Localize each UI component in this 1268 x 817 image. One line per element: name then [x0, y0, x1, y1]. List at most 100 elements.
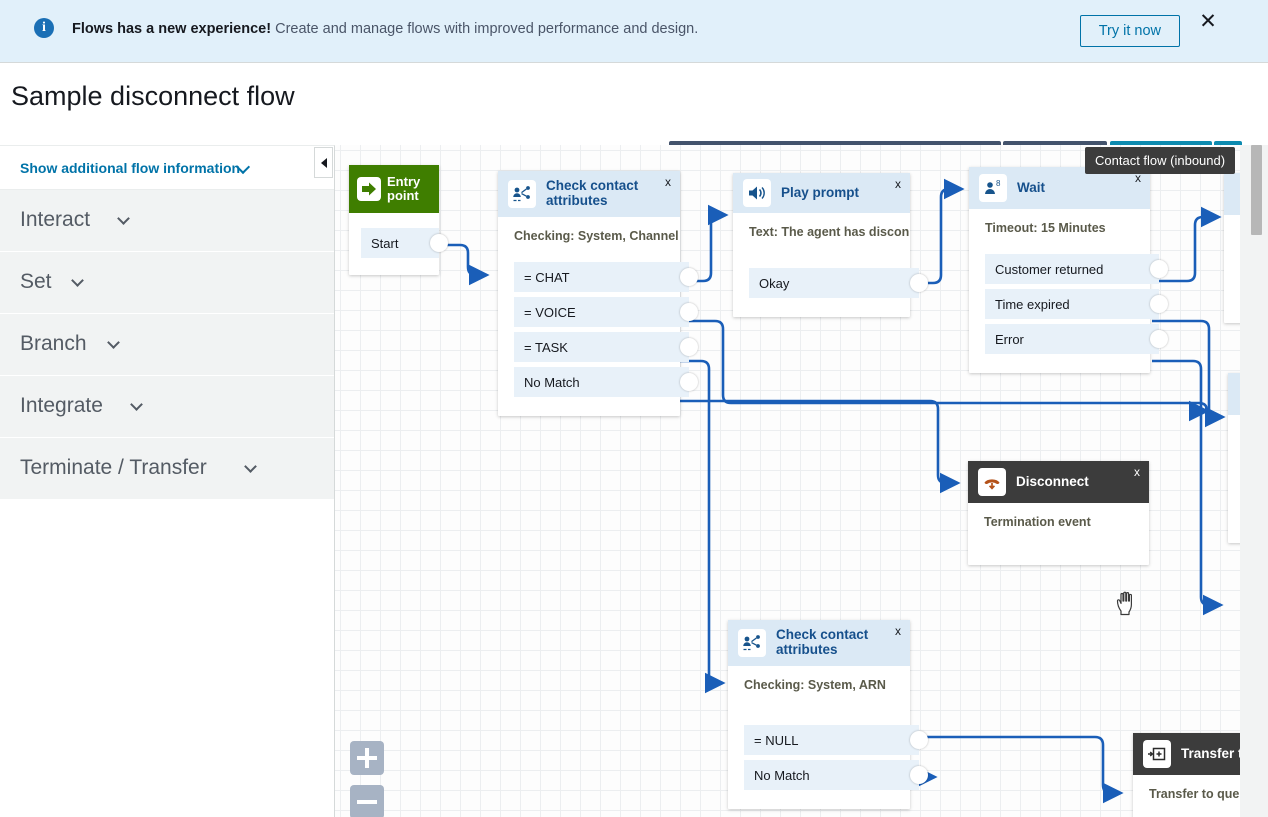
sidebar-section-label: Interact — [20, 208, 91, 231]
node-port-label: Okay — [759, 275, 790, 291]
sidebar-section-interact[interactable]: Interact — [0, 190, 334, 252]
new-experience-banner: i Flows has a new experience! Create and… — [0, 0, 1268, 63]
port-connector-dot[interactable] — [1150, 295, 1168, 313]
grab-hand-cursor — [1114, 589, 1140, 622]
contact-attributes-branch-icon-svg — [743, 635, 760, 651]
node-port-voice[interactable]: = VOICE — [514, 297, 698, 327]
node-subtitle: Checking: System, ARN — [744, 678, 886, 692]
port-connector-dot[interactable] — [1150, 260, 1168, 278]
show-additional-flow-information-toggle[interactable]: Show additional flow information — [0, 146, 334, 190]
chevron-down-icon — [107, 336, 120, 349]
node-play-prompt[interactable]: Play prompt x Text: The agent has discon… — [733, 173, 928, 317]
node-check-contact-attributes-2[interactable]: Check contact attributes x Checking: Sys… — [728, 620, 928, 809]
sidebar-section-branch[interactable]: Branch — [0, 314, 334, 376]
transfer-queue-icon — [1143, 740, 1171, 768]
node-port-error[interactable]: Error — [985, 324, 1168, 354]
port-connector-dot[interactable] — [910, 731, 928, 749]
chevron-down-icon — [117, 212, 130, 225]
chevron-down-icon — [130, 398, 143, 411]
node-header: Check contact attributes x — [498, 171, 680, 217]
sidebar-section-terminate-transfer[interactable]: Terminate / Transfer — [0, 438, 334, 500]
speaker-icon-svg — [749, 186, 765, 200]
svg-text:8: 8 — [996, 179, 1001, 188]
sidebar-section-label: Set — [20, 270, 52, 293]
node-port-null[interactable]: = NULL — [744, 725, 928, 755]
node-port-label: = TASK — [524, 339, 568, 355]
node-port-chat[interactable]: = CHAT — [514, 262, 698, 292]
close-icon[interactable]: x — [1135, 171, 1141, 185]
node-spacer — [968, 533, 1149, 565]
flow-components-sidebar: Show additional flow information Interac… — [0, 145, 335, 817]
node-title: Check contact attributes — [776, 627, 869, 657]
node-port-customer-returned[interactable]: Customer returned — [985, 254, 1168, 284]
banner-message: Flows has a new experience! Create and m… — [72, 21, 698, 37]
node-port-no-match[interactable]: No Match — [744, 760, 928, 790]
grab-hand-cursor-svg — [1116, 591, 1132, 616]
node-header: 8 Wait x — [969, 167, 1150, 209]
sidebar-collapse-button[interactable] — [314, 147, 333, 178]
close-icon[interactable]: x — [895, 624, 901, 638]
contact-attributes-branch-icon — [738, 629, 766, 657]
arrow-right-entry-icon — [357, 177, 381, 201]
flow-canvas[interactable]: Entry point Start Check contact attribut… — [335, 145, 1268, 817]
node-disconnect[interactable]: Disconnect x Termination event — [968, 461, 1149, 565]
node-spacer — [728, 696, 910, 720]
port-connector-dot[interactable] — [680, 268, 698, 286]
node-port-task[interactable]: = TASK — [514, 332, 698, 362]
port-connector-dot[interactable] — [680, 303, 698, 321]
sidebar-section-set[interactable]: Set — [0, 252, 334, 314]
port-connector-dot[interactable] — [910, 766, 928, 784]
node-spacer — [498, 402, 680, 416]
node-port-start[interactable]: Start — [361, 228, 448, 258]
node-title: Check contact attributes — [546, 178, 639, 208]
node-check-contact-attributes-1[interactable]: Check contact attributes x Checking: Sys… — [498, 171, 698, 416]
node-subtitle: Termination event — [984, 515, 1091, 529]
node-subtitle: Checking: System, Channel — [514, 229, 679, 243]
node-port-time-expired[interactable]: Time expired — [985, 289, 1168, 319]
node-spacer — [733, 243, 910, 263]
node-spacer — [969, 239, 1150, 249]
port-connector-dot[interactable] — [430, 234, 448, 252]
node-spacer — [349, 213, 439, 223]
node-port-label: Start — [371, 235, 399, 251]
phone-hangup-icon-svg — [984, 479, 1000, 490]
try-it-now-button[interactable]: Try it now — [1079, 15, 1180, 47]
zoom-in-button[interactable] — [350, 741, 384, 775]
banner-message-strong: Flows has a new experience! — [72, 21, 272, 37]
minus-icon — [357, 800, 377, 804]
node-header: Play prompt x — [733, 173, 910, 213]
node-port-okay[interactable]: Okay — [749, 268, 928, 298]
canvas-vertical-scrollbar[interactable] — [1251, 145, 1262, 235]
close-icon[interactable]: x — [895, 177, 901, 191]
banner-message-rest: Create and manage flows with improved pe… — [271, 21, 699, 37]
node-port-label: = NULL — [754, 732, 799, 748]
phone-hangup-icon — [978, 468, 1006, 496]
node-spacer — [349, 263, 439, 275]
port-connector-dot[interactable] — [1150, 330, 1168, 348]
node-header: Check contact attributes x — [728, 620, 910, 666]
node-entry-point[interactable]: Entry point Start — [349, 165, 448, 275]
person-wait-icon-svg: 8 — [985, 179, 1001, 194]
node-title: Entry point — [387, 173, 421, 203]
sidebar-section-label: Integrate — [20, 394, 103, 417]
collapse-left-icon — [321, 158, 327, 168]
sidebar-section-label: Terminate / Transfer — [20, 456, 207, 479]
close-icon[interactable]: x — [665, 175, 671, 189]
node-port-no-match[interactable]: No Match — [514, 367, 698, 397]
node-header: Disconnect x — [968, 461, 1149, 503]
transfer-queue-icon-svg — [1148, 747, 1166, 761]
close-icon[interactable]: x — [1134, 465, 1140, 479]
close-icon[interactable]: ✕ — [1199, 10, 1217, 33]
port-connector-dot[interactable] — [680, 373, 698, 391]
node-wait[interactable]: 8 Wait x Timeout: 15 Minutes Customer re… — [969, 167, 1168, 373]
node-port-label: No Match — [524, 374, 580, 390]
sidebar-section-integrate[interactable]: Integrate — [0, 376, 334, 438]
port-connector-dot[interactable] — [680, 338, 698, 356]
zoom-out-button[interactable] — [350, 785, 384, 817]
port-connector-dot[interactable] — [910, 274, 928, 292]
node-title: Disconnect — [1016, 473, 1089, 489]
sidebar-section-label: Branch — [20, 332, 87, 355]
node-spacer — [733, 303, 910, 317]
info-icon: i — [34, 18, 54, 38]
arrow-right-entry-icon-svg — [362, 182, 376, 196]
